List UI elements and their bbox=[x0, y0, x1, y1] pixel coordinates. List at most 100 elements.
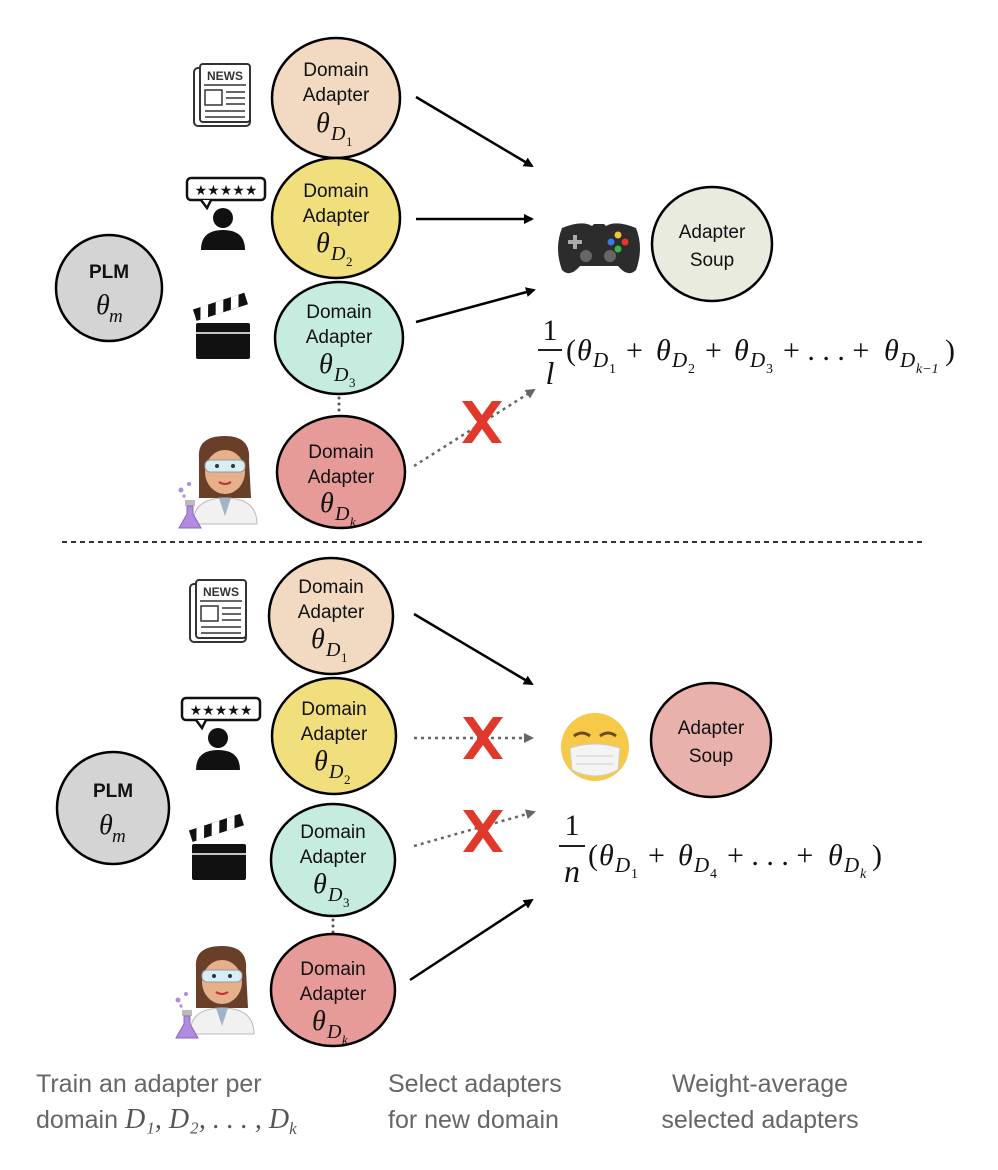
caption-train-math: D₁, D₂, . . . , D bbox=[124, 1104, 290, 1135]
plm-label: PLM bbox=[89, 262, 129, 283]
soup-label-1: Adapter bbox=[678, 718, 745, 739]
formula-theta: θ bbox=[577, 334, 592, 367]
adapter-sub: 3 bbox=[349, 375, 356, 390]
arrow-dk-bottom bbox=[409, 898, 534, 982]
formula-d: D bbox=[843, 853, 859, 877]
adapter-node-d1: Domain Adapter θ D 1 bbox=[270, 36, 402, 160]
arrow-d3-top bbox=[415, 287, 536, 324]
formula-dots: + . . . + bbox=[783, 334, 869, 367]
formula-top: 1 l ( θ D 1 + θ D 2 + θ D 3 + . . . + θ … bbox=[538, 314, 955, 391]
adapter-theta: θ bbox=[319, 349, 333, 380]
adapter-theta: θ bbox=[312, 1006, 326, 1037]
formula-bottom: 1 n ( θ D 1 + θ D 4 + . . . + θ D k ) bbox=[559, 809, 882, 889]
caption-select-line1: Select adapters bbox=[388, 1070, 562, 1098]
adapter-d: D bbox=[328, 761, 344, 783]
svg-text:(: ( bbox=[566, 334, 576, 367]
adapter-sub: k bbox=[342, 1032, 348, 1047]
adapter-node-d2: Domain Adapter θ D 2 bbox=[270, 156, 402, 280]
formula-plus: + bbox=[626, 334, 643, 367]
formula-sub-k: k bbox=[860, 867, 867, 882]
adapter-sub: 1 bbox=[346, 134, 353, 149]
formula-frac-den: l bbox=[546, 355, 555, 391]
soup-label-2: Soup bbox=[690, 250, 734, 271]
adapter-d: D bbox=[326, 1021, 342, 1043]
clapperboard-icon bbox=[188, 813, 247, 881]
formula-sub-2: 2 bbox=[688, 362, 695, 377]
formula-theta: θ bbox=[678, 839, 693, 872]
adapter-sub: 2 bbox=[346, 254, 353, 269]
formula-theta: θ bbox=[599, 839, 614, 872]
bottom-section: PLM θ m Domain Adapter θ D 1 Domain Adap… bbox=[55, 556, 882, 1048]
adapter-node-d3: Domain Adapter θ D 3 bbox=[269, 802, 397, 918]
adapter-theta: θ bbox=[314, 746, 328, 777]
vertical-dots bbox=[337, 396, 341, 412]
formula-theta: θ bbox=[656, 334, 671, 367]
formula-d: D bbox=[749, 348, 765, 372]
formula-sub-1: 1 bbox=[609, 362, 616, 377]
formula-d: D bbox=[899, 348, 915, 372]
adapter-theta: θ bbox=[313, 869, 327, 900]
adapter-node-d3: Domain Adapter θ D 3 bbox=[273, 280, 405, 396]
caption-train-prefix: domain bbox=[36, 1106, 125, 1134]
adapter-soup-top: Adapter Soup bbox=[650, 185, 774, 303]
scientist-icon bbox=[174, 945, 255, 1039]
mask-face-icon bbox=[561, 713, 629, 781]
formula-d: D bbox=[614, 853, 630, 877]
adapter-d: D bbox=[330, 123, 346, 145]
caption-train: Train an adapter per domain D₁, D₂, . . … bbox=[36, 1066, 336, 1147]
adapter-d: D bbox=[333, 364, 349, 386]
adapter-sub: k bbox=[350, 514, 356, 529]
formula-theta: θ bbox=[734, 334, 749, 367]
newspaper-icon bbox=[193, 63, 251, 127]
caption-select-line2: for new domain bbox=[388, 1106, 559, 1134]
formula-frac-den: n bbox=[564, 853, 580, 889]
caption-weight-line2: selected adapters bbox=[661, 1106, 859, 1134]
caption-train-line1: Train an adapter per bbox=[36, 1070, 262, 1098]
adapter-label-2: Adapter bbox=[298, 602, 365, 623]
adapter-sub: 1 bbox=[341, 650, 348, 665]
adapter-label-2: Adapter bbox=[303, 85, 370, 106]
adapter-sub: 3 bbox=[343, 895, 350, 910]
adapter-label-2: Adapter bbox=[300, 847, 367, 868]
plm-theta-sub: m bbox=[112, 826, 126, 847]
adapter-node-dk: Domain Adapter θ D k bbox=[269, 932, 397, 1048]
soup-label-1: Adapter bbox=[679, 222, 746, 243]
svg-text:): ) bbox=[872, 839, 882, 872]
svg-text:(: ( bbox=[588, 839, 598, 872]
caption-train-math-sub: k bbox=[289, 1119, 297, 1138]
plm-theta-sub: m bbox=[109, 306, 123, 327]
adapter-theta: θ bbox=[316, 108, 330, 139]
formula-frac-num: 1 bbox=[543, 314, 558, 347]
adapter-node-d1: Domain Adapter θ D 1 bbox=[267, 556, 395, 676]
caption-weight: Weight-average selected adapters bbox=[640, 1066, 880, 1138]
adapter-label-2: Adapter bbox=[300, 984, 367, 1005]
formula-theta: θ bbox=[884, 334, 899, 367]
adapter-label-1: Domain bbox=[303, 181, 368, 202]
formula-plus: + bbox=[705, 334, 722, 367]
adapter-label-1: Domain bbox=[300, 959, 365, 980]
adapter-label-1: Domain bbox=[300, 822, 365, 843]
formula-theta: θ bbox=[828, 839, 843, 872]
vertical-dots bbox=[331, 918, 335, 934]
adapter-node-dk: Domain Adapter θ D k bbox=[275, 414, 407, 530]
adapter-label-1: Domain bbox=[298, 577, 363, 598]
newspaper-icon bbox=[189, 579, 247, 643]
formula-d: D bbox=[693, 853, 709, 877]
arrow-d1-bottom bbox=[413, 612, 534, 686]
caption-select: Select adapters for new domain bbox=[388, 1066, 608, 1138]
formula-sub-1: 1 bbox=[631, 867, 638, 882]
adapter-theta: θ bbox=[311, 624, 325, 655]
reviewer-icon bbox=[185, 176, 267, 252]
top-section: PLM θ m Domain Adapter θ D 1 Domain Adap… bbox=[54, 36, 955, 530]
scientist-icon bbox=[177, 435, 258, 529]
adapter-label-2: Adapter bbox=[308, 467, 375, 488]
plm-label: PLM bbox=[93, 781, 133, 802]
adapter-theta: θ bbox=[320, 488, 334, 519]
adapter-label-2: Adapter bbox=[301, 724, 368, 745]
formula-sub-k1: k−1 bbox=[916, 362, 939, 377]
cross-mark bbox=[463, 717, 503, 759]
adapter-d: D bbox=[325, 639, 341, 661]
formula-sub-4: 4 bbox=[710, 867, 717, 882]
caption-weight-line1: Weight-average bbox=[671, 1070, 849, 1098]
